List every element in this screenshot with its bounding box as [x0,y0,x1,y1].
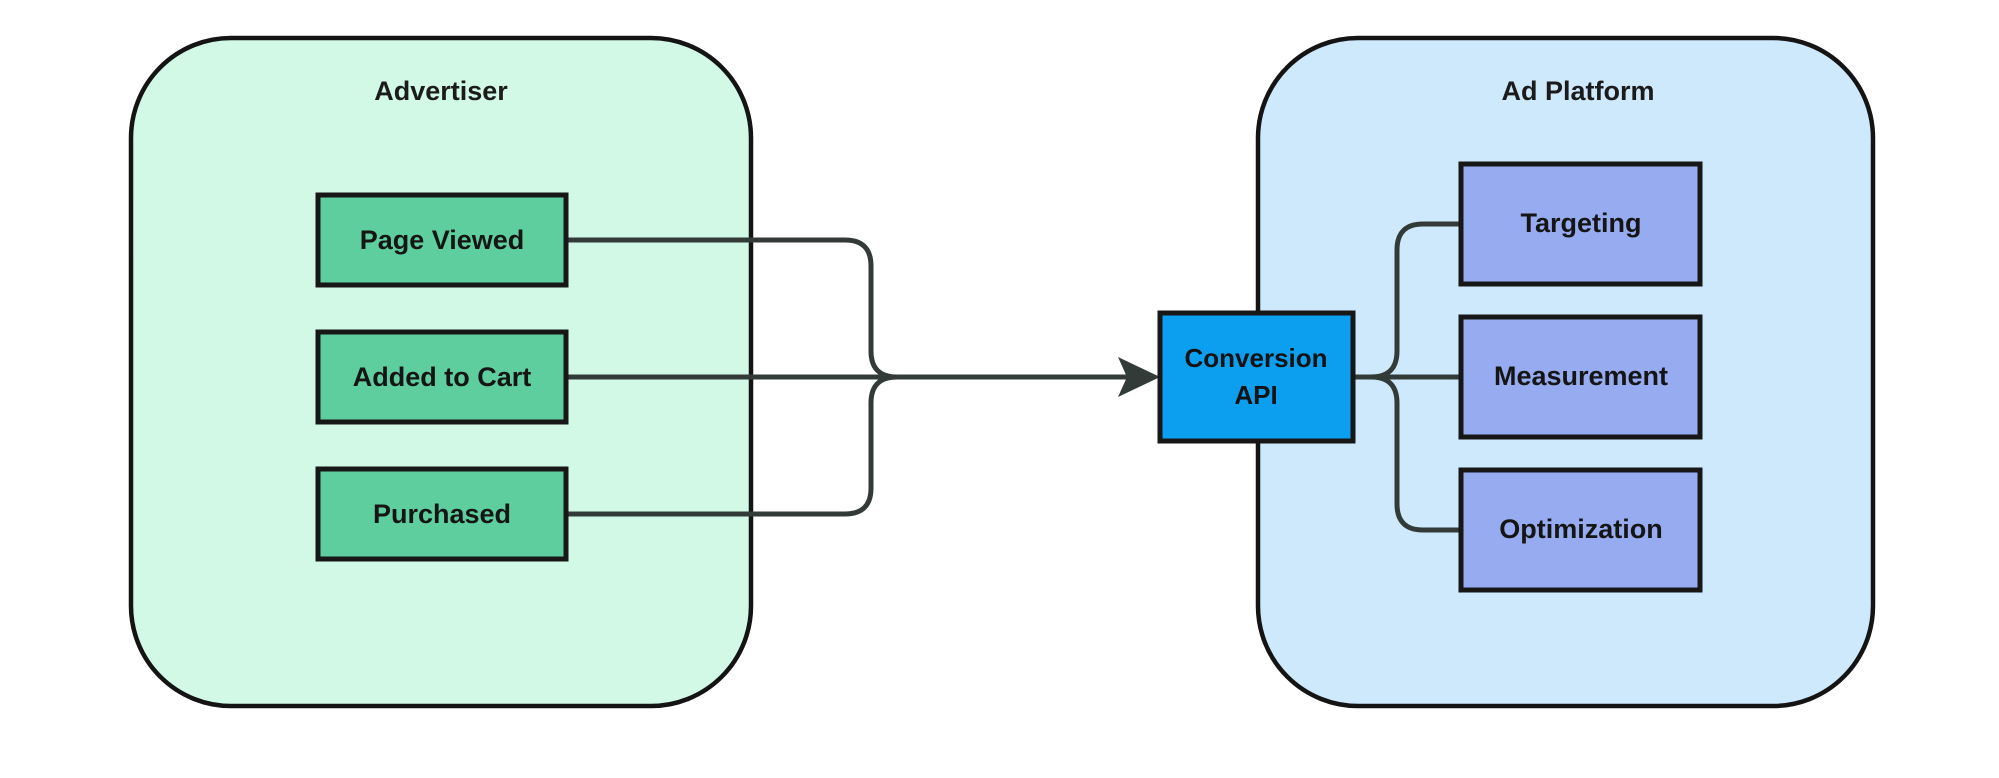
node-added-to-cart[interactable]: Added to Cart [315,329,569,425]
edges-api-to-capabilities [1353,221,1461,533]
edge-page-viewed-to-api [566,237,898,380]
node-optimization-box [1458,467,1703,593]
node-purchased-label: Purchased [373,499,511,529]
node-page-viewed-label: Page Viewed [360,225,525,255]
arrowhead-icon [1118,357,1160,397]
node-added-to-cart-label: Added to Cart [353,362,532,392]
edge-purchased-to-api [566,374,898,517]
node-measurement-box [1458,314,1703,440]
node-conversion-api[interactable]: Conversion API [1157,310,1356,444]
node-targeting-label: Targeting [1521,208,1642,238]
node-targeting[interactable]: Targeting [1458,161,1703,287]
node-page-viewed[interactable]: Page Viewed [315,192,569,288]
node-purchased-box [315,466,569,562]
node-measurement[interactable]: Measurement [1458,314,1703,440]
group-ad-platform-label: Ad Platform [1501,76,1654,106]
node-targeting-box [1458,161,1703,287]
node-measurement-label: Measurement [1494,361,1668,391]
node-conversion-api-box [1157,310,1356,444]
edges-advertiser-to-api [566,237,1160,517]
node-conversion-api-label-line1: Conversion [1184,343,1327,373]
edge-api-to-optimization [1353,374,1461,533]
node-optimization[interactable]: Optimization [1458,467,1703,593]
node-page-viewed-box [315,192,569,288]
group-advertiser-label: Advertiser [374,76,508,106]
node-added-to-cart-box [315,329,569,425]
node-optimization-label: Optimization [1499,514,1663,544]
node-purchased[interactable]: Purchased [315,466,569,562]
node-conversion-api-label-line2: API [1234,380,1277,410]
